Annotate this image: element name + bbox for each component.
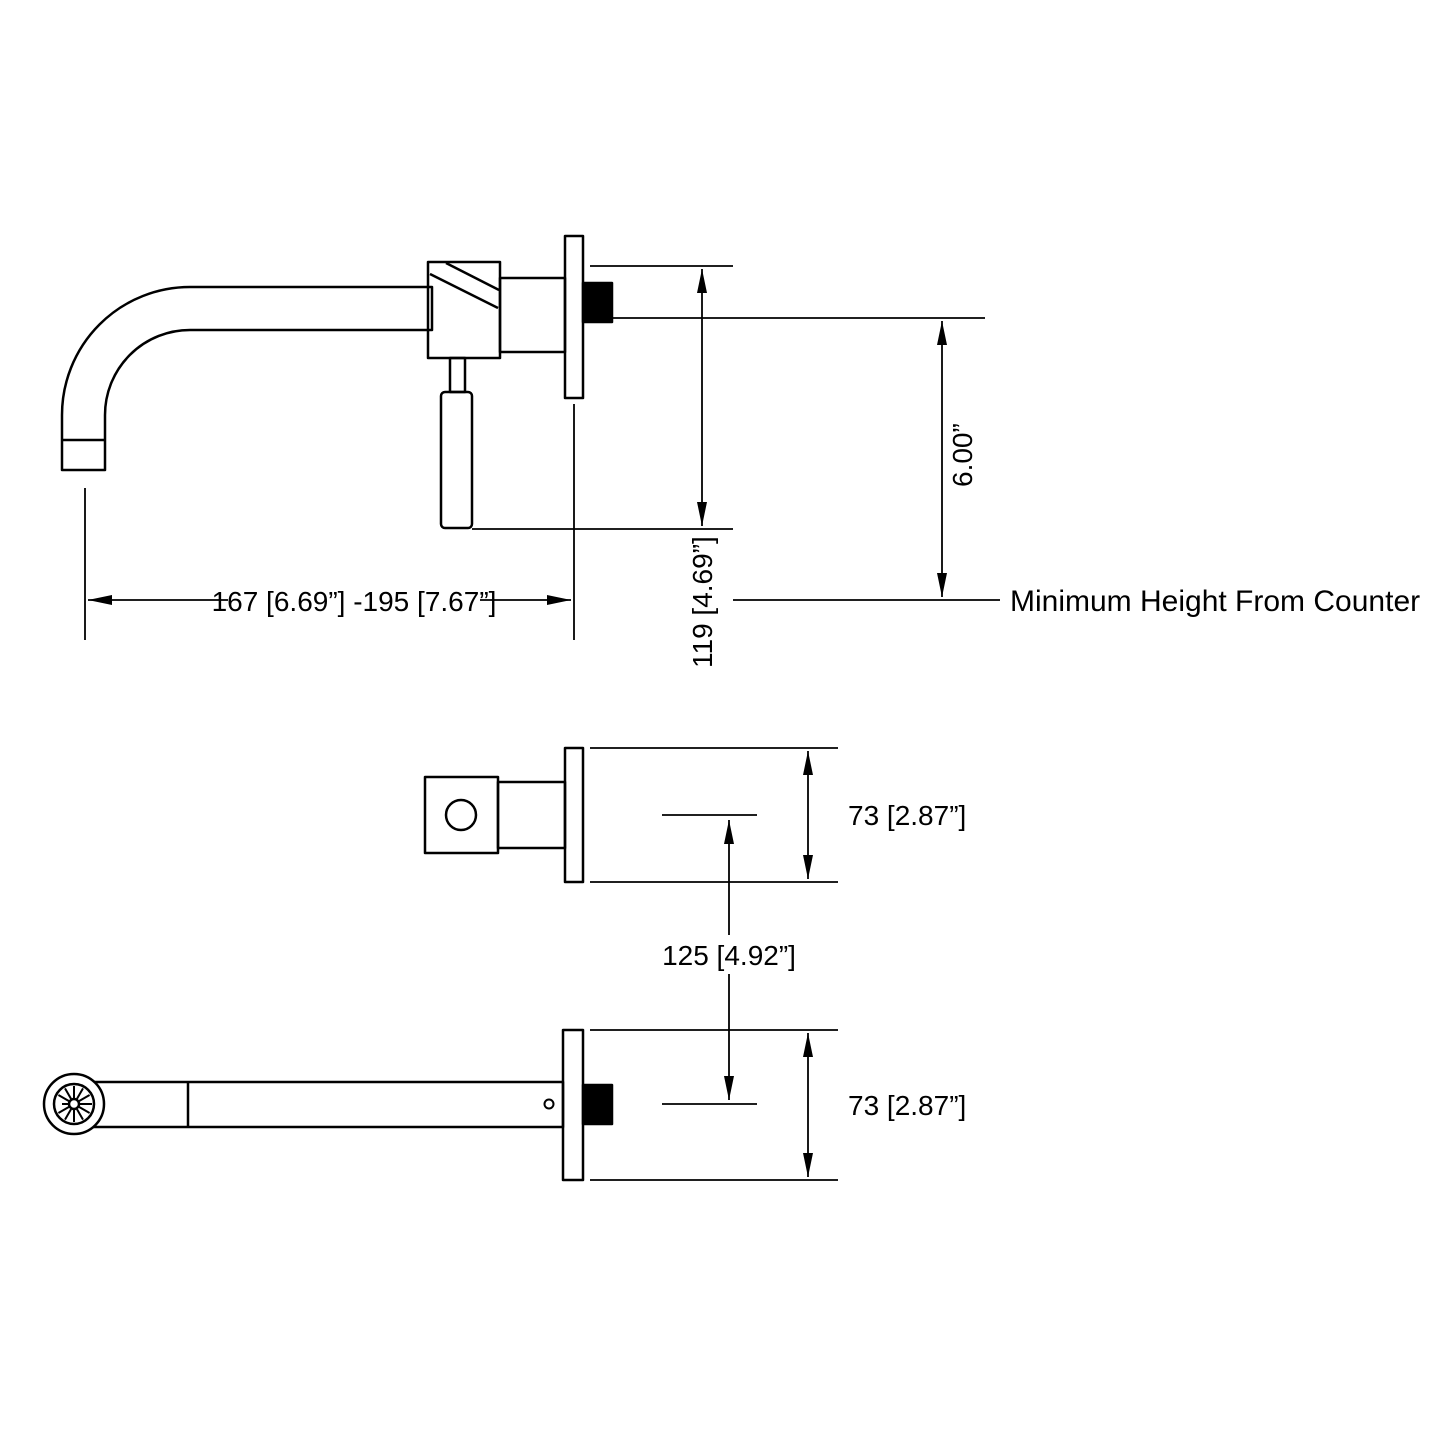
- handle-knob-top: [423, 775, 500, 855]
- side-view-dimensions: 119 [4.69”] 6.00” Minimum Height From Co…: [84, 265, 1420, 668]
- inlet-fitting-top: [581, 1083, 614, 1126]
- note-min-height-from-counter: Minimum Height From Counter: [1010, 585, 1420, 618]
- dim-label-reach: 167 [6.69”] -195 [7.67”]: [212, 586, 497, 617]
- dim-label-spout-plate-73: 73 [2.87”]: [848, 1090, 966, 1121]
- spout-top-dimensions: 73 [2.87”]: [590, 1029, 966, 1181]
- spout-side: [60, 285, 434, 472]
- handle-knob-circle: [444, 798, 478, 832]
- handle-grip: [439, 390, 474, 530]
- valve-top-view: [423, 746, 585, 884]
- spout-tube-top: [72, 1080, 565, 1129]
- handle-stem: [448, 356, 467, 394]
- trim-sleeve-side: [498, 276, 567, 354]
- aerator-spokes: [57, 1086, 92, 1122]
- faucet-side-view: [60, 234, 614, 530]
- dim-label-valve-plate-73: 73 [2.87”]: [848, 800, 966, 831]
- wall-plate-side: [563, 234, 585, 400]
- spout-top-view: [42, 1028, 614, 1182]
- valve-top-dimensions: 73 [2.87”] 125 [4.92”]: [590, 747, 966, 1100]
- wall-plate-spout-top: [561, 1028, 585, 1182]
- aerator-inner-ring: [52, 1082, 96, 1126]
- dim-label-height-119: 119 [4.69”]: [687, 536, 718, 668]
- wall-plate-valve-top: [563, 746, 585, 884]
- aerator-hub: [67, 1097, 81, 1111]
- dim-label-min-height-6in: 6.00”: [947, 423, 978, 487]
- inlet-fitting-side: [581, 281, 614, 324]
- lever-diagonal-line: [445, 261, 500, 292]
- set-screw: [543, 1098, 555, 1110]
- lever-diagonal-line: [429, 272, 499, 310]
- valve-body-top: [496, 780, 567, 850]
- dim-label-center-distance-125: 125 [4.92”]: [662, 940, 796, 971]
- valve-body-side: [426, 260, 502, 360]
